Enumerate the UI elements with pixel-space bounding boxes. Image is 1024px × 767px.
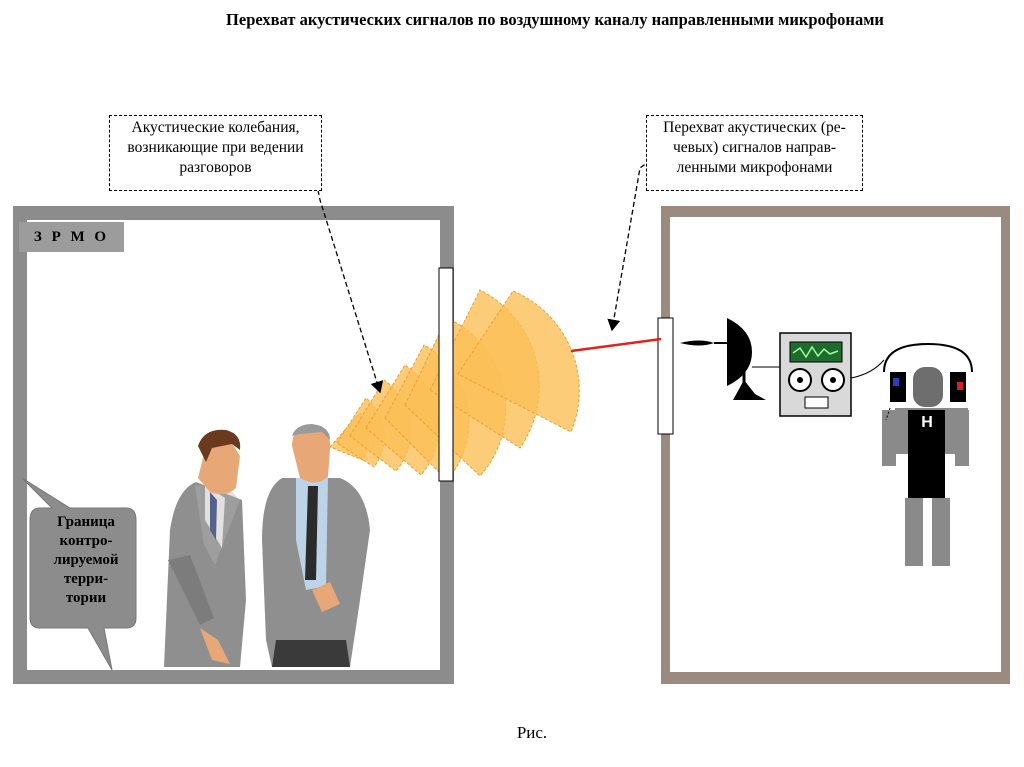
callout-left-line-1: Акустические колебания, [116, 118, 315, 138]
callout-left-line-3: разговоров [116, 158, 315, 178]
window-right [658, 318, 673, 434]
listener-figure [882, 344, 972, 566]
man-left-figure [164, 430, 246, 667]
headphone-cable [851, 360, 884, 378]
bubble-line-2: контро- [36, 532, 136, 551]
bubble-line-1: Граница [36, 513, 136, 532]
callout-right-line-1: Перехват акустических (ре- [653, 118, 856, 138]
directional-microphone-icon [680, 318, 766, 400]
boundary-bubble-text: Граница контро- лируемой терри- тории [36, 513, 136, 608]
pointer-arrow-left [318, 190, 380, 392]
figure-caption: Рис. [0, 723, 1024, 743]
callout-right-line-3: ленными микрофонами [653, 158, 856, 178]
callout-right-line-2: чевых) сигналов направ- [653, 138, 856, 158]
signal-line [571, 339, 661, 351]
bubble-line-5: тории [36, 589, 136, 608]
callout-interception: Перехват акустических (ре- чевых) сигнал… [646, 115, 863, 191]
callout-left-line-2: возникающие при ведении [116, 138, 315, 158]
listener-label: Н [917, 414, 937, 432]
acoustic-waves [330, 290, 579, 480]
man-right-figure [262, 424, 370, 667]
bubble-line-3: лируемой [36, 551, 136, 570]
bubble-line-4: терри- [36, 570, 136, 589]
callout-acoustic-vibrations: Акустические колебания, возникающие при … [109, 115, 322, 191]
tape-recorder-icon [780, 333, 851, 416]
window-left [439, 268, 453, 481]
